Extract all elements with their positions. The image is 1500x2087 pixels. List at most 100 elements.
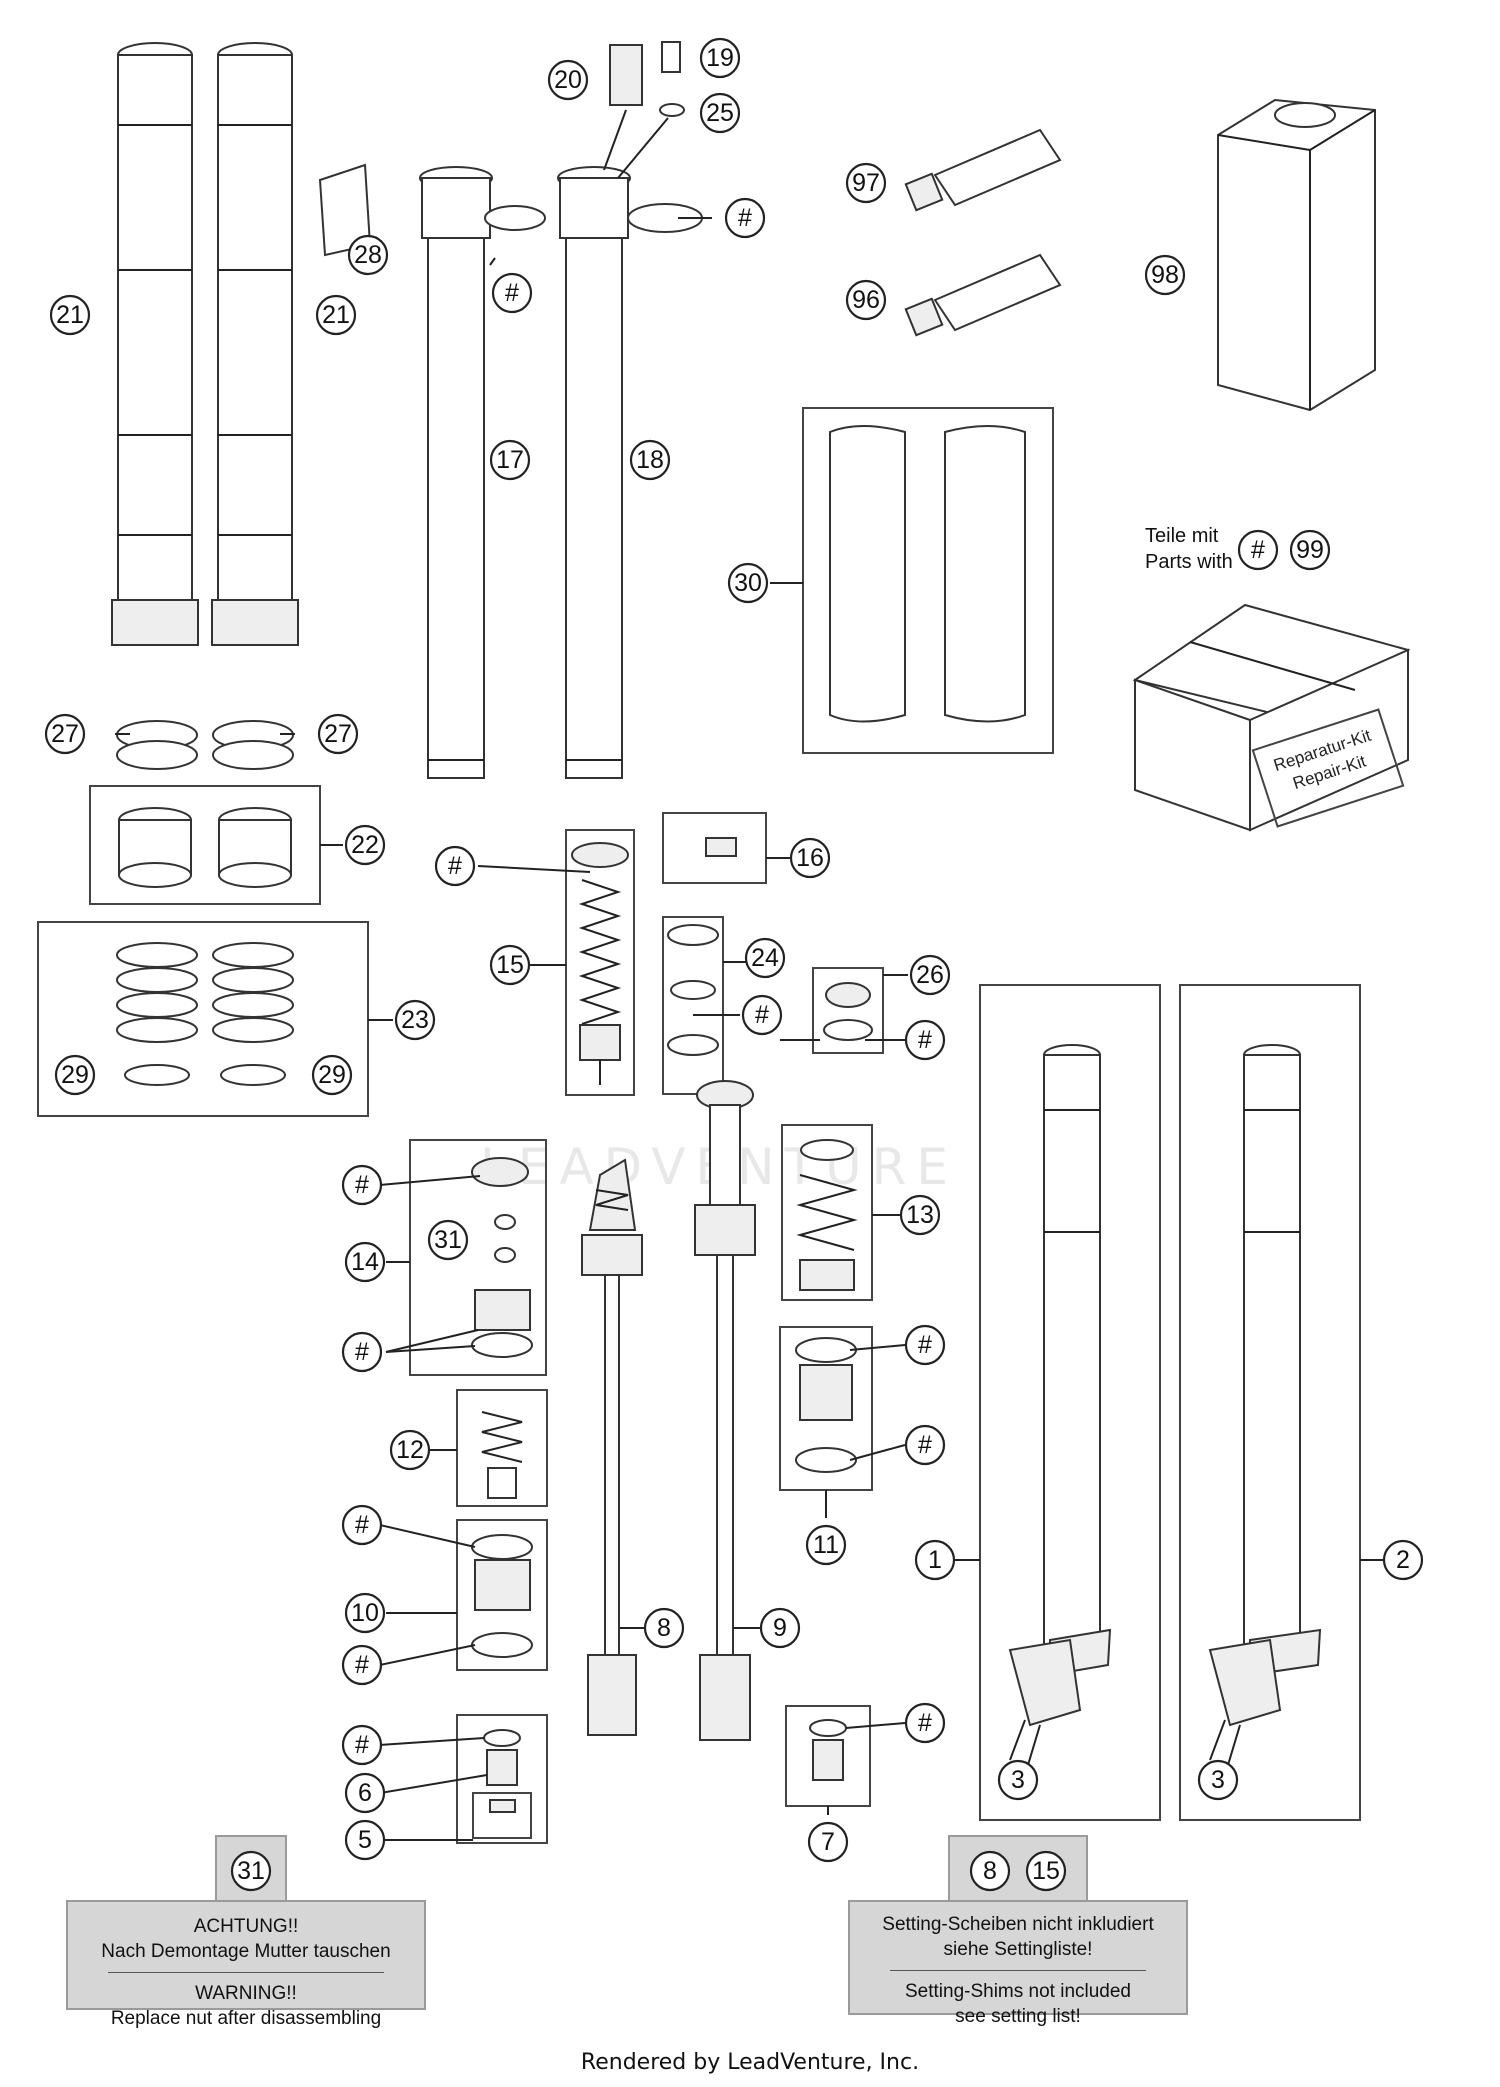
svg-text:#: # [355,1511,369,1539]
svg-text:3: 3 [1011,1766,1025,1794]
callout-29-left: 29 [54,1054,96,1096]
callout-13: 13 [899,1194,941,1236]
svg-text:#: # [355,1731,369,1759]
svg-text:98: 98 [1151,261,1179,289]
svg-text:5: 5 [358,1826,372,1854]
svg-text:31: 31 [434,1226,462,1254]
parts-with-en: Parts with [1145,551,1233,573]
grease-tube-97 [904,128,1062,212]
bushing-22-right [218,807,292,888]
svg-text:21: 21 [56,301,84,329]
leader-lines [115,217,1383,1841]
callout-hash-10-bottom: # [341,1644,383,1686]
svg-text:18: 18 [636,446,664,474]
svg-text:#: # [755,1001,769,1029]
callout-8: 8 [643,1607,685,1649]
clamp-16 [705,837,737,857]
ring-27-right [212,720,294,770]
callout-3-left: 3 [997,1759,1039,1801]
svg-text:12: 12 [396,1436,424,1464]
cartridge-17 [419,166,493,779]
callout-6: 6 [344,1772,386,1814]
svg-text:9: 9 [773,1614,787,1642]
spring-box-12 [456,1389,548,1507]
fork-guard-box-30 [802,407,1054,754]
svg-text:27: 27 [51,720,79,748]
note-8-15-info: Setting-Scheiben nicht inkludiert siehe … [848,1900,1188,2027]
seals-23-right [212,942,294,1086]
parts-with-label: Teile mit Parts with [1145,523,1233,575]
spring-assembly-box-15 [565,829,635,1096]
svg-text:#: # [918,1026,932,1054]
screw-kit-box-16 [662,812,767,884]
callout-28: 28 [347,234,389,276]
callout-9: 9 [759,1607,801,1649]
svg-text:29: 29 [318,1061,346,1089]
svg-text:96: 96 [852,286,880,314]
fork-leg-2 [1208,1044,1322,1766]
callout-2: 2 [1382,1539,1424,1581]
callout-hash-26: # [904,1019,946,1061]
footer-credit: Rendered by LeadVenture, Inc. [580,2050,920,2075]
svg-text:29: 29 [61,1061,89,1089]
svg-text:10: 10 [351,1599,379,1627]
svg-text:22: 22 [351,831,379,859]
svg-text:1: 1 [928,1546,942,1574]
callout-21-right: 21 [315,294,357,336]
note-31-en-title: WARNING!! [195,1983,297,2004]
callout-hash-14-bottom: # [341,1331,383,1373]
svg-text:13: 13 [906,1201,934,1229]
fork-leg-1 [1008,1044,1112,1766]
callout-15: 15 [489,944,531,986]
svg-text:8: 8 [657,1614,671,1642]
callout-5: 5 [344,1819,386,1861]
parts-with-de: Teile mit [1145,525,1219,547]
callout-hash-6: # [341,1724,383,1766]
svg-text:#: # [355,1651,369,1679]
svg-text:27: 27 [324,720,352,748]
callout-10: 10 [344,1592,386,1634]
fork-leg-box-2 [1179,984,1361,1821]
o-ring-17 [484,205,546,231]
svg-text:20: 20 [554,66,582,94]
svg-text:26: 26 [916,961,944,989]
callout-hash-10-top: # [341,1504,383,1546]
callout-hash-11-bottom: # [904,1424,946,1466]
callout-25: 25 [699,92,741,134]
valve-box-5 [472,1792,532,1839]
svg-text:17: 17 [496,446,524,474]
valve-box-10 [456,1519,548,1671]
spring-assembly-15 [571,842,629,1085]
callout-16: 16 [789,837,831,879]
svg-text:28: 28 [354,241,382,269]
note-31-de-title: ACHTUNG!! [193,1916,299,1937]
grease-tube-96 [904,253,1062,337]
oil-can-98 [1217,98,1376,412]
fork-guard-left [829,425,906,723]
svg-text:#: # [355,1338,369,1366]
svg-text:#: # [918,1331,932,1359]
svg-text:97: 97 [852,169,880,197]
damping-rod-8 [581,1158,643,1736]
svg-text:30: 30 [734,569,762,597]
callout-27-right: 27 [317,713,359,755]
spring-box-13 [781,1124,873,1301]
cap-20 [609,44,643,106]
note-31-tab: 31 [215,1835,287,1903]
callout-26: 26 [909,954,951,996]
callout-17: 17 [489,439,531,481]
svg-text:15: 15 [1032,1857,1060,1885]
outer-tube-21-left [111,42,199,646]
callout-hash-24: # [741,994,783,1036]
callout-hash-18: # [724,197,766,239]
svg-text:3: 3 [1211,1766,1225,1794]
svg-text:11: 11 [813,1531,839,1559]
valve-box-14 [409,1139,547,1376]
svg-text:16: 16 [796,844,824,872]
callout-27-left: 27 [44,713,86,755]
seals-23-left [116,942,198,1086]
callout-hash-14-top: # [341,1164,383,1206]
fork-guard-right [944,425,1026,723]
callout-12: 12 [389,1429,431,1471]
svg-text:#: # [918,1709,932,1737]
